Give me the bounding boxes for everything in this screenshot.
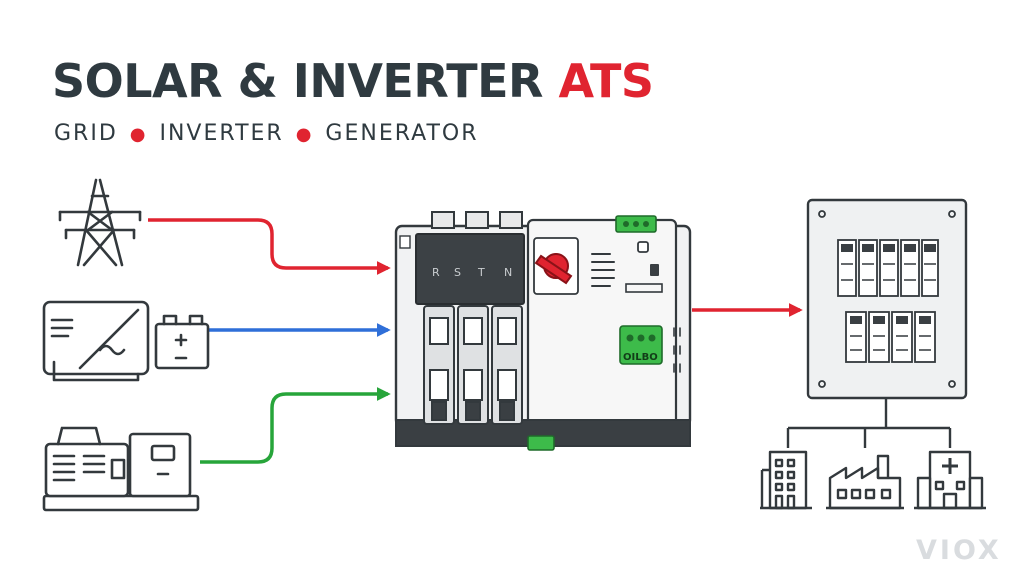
rotary-handle <box>533 237 579 295</box>
terminal-label: OILBO <box>623 352 658 363</box>
aux-connector <box>527 435 555 451</box>
load-branch-lines <box>786 398 952 448</box>
separator-dot: ● <box>129 124 148 145</box>
pole-2 <box>457 305 489 425</box>
phase-label-r: R <box>432 266 440 279</box>
pole-3 <box>491 305 523 425</box>
side-ribs <box>673 327 681 373</box>
office-building-icon <box>760 450 812 510</box>
grid-line <box>148 218 391 275</box>
hospital-icon <box>914 450 986 510</box>
generator-icon <box>42 426 200 512</box>
factory-icon <box>826 454 904 510</box>
subtitle-inverter: INVERTER <box>159 121 284 146</box>
transmission-tower-icon <box>58 178 142 267</box>
distribution-panel-icon <box>806 198 968 400</box>
inverter-icon <box>42 300 150 382</box>
generator-line <box>200 387 391 464</box>
vent-slots <box>591 253 615 287</box>
top-terminal-block <box>615 215 657 233</box>
separator-dot: ● <box>295 124 314 145</box>
battery-icon <box>154 314 210 370</box>
phase-label-n: N <box>504 266 512 279</box>
title-accent: ATS <box>558 54 654 108</box>
title-main: SOLAR & INVERTER <box>52 54 559 108</box>
indicator-light <box>650 264 659 276</box>
subtitle-generator: GENERATOR <box>325 121 479 146</box>
phase-label-s: S <box>454 266 461 279</box>
pole-1 <box>423 305 455 425</box>
subtitle-grid: GRID <box>54 121 118 146</box>
brand-watermark: VIOX <box>916 535 1002 566</box>
phase-label-t: T <box>477 266 485 279</box>
control-terminal-block: OILBO <box>619 325 663 365</box>
indicator-light <box>637 241 649 253</box>
diagram-title: SOLAR & INVERTER ATS <box>52 58 654 104</box>
ats-device: R S T N OILBO <box>394 211 692 451</box>
diagram-subtitle: GRID ● INVERTER ● GENERATOR <box>54 123 479 145</box>
